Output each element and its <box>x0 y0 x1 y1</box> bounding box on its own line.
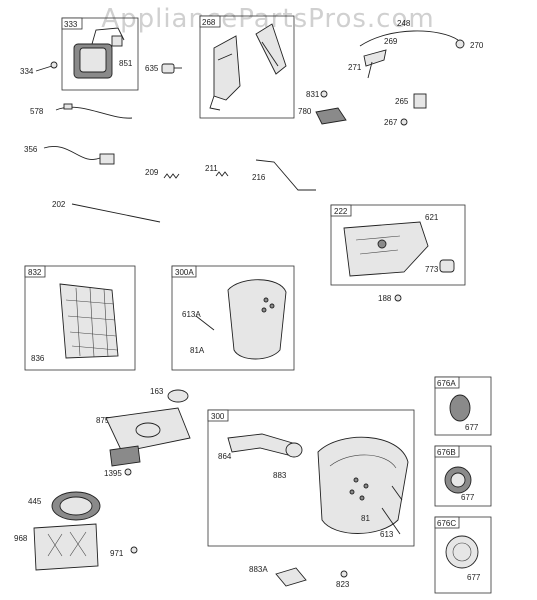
label-677-b: 677 <box>461 493 475 502</box>
muffler-guard-part[interactable] <box>59 283 119 359</box>
label-1395: 1395 <box>104 469 122 478</box>
part-265[interactable] <box>413 93 427 109</box>
label-823: 823 <box>336 580 350 589</box>
gasket-163[interactable] <box>167 389 189 403</box>
label-677-c: 677 <box>467 573 481 582</box>
box-label-222: 222 <box>334 207 348 216</box>
label-831: 831 <box>306 90 320 99</box>
screw-188[interactable] <box>394 294 402 302</box>
label-209: 209 <box>145 168 159 177</box>
label-356: 356 <box>24 145 38 154</box>
spring-211[interactable] <box>215 171 229 177</box>
label-971: 971 <box>110 549 124 558</box>
part-773[interactable] <box>439 259 455 273</box>
box-label-300A: 300A <box>175 268 194 277</box>
exhaust-pipe-part[interactable] <box>227 433 303 458</box>
screw-334[interactable] <box>35 61 58 72</box>
label-836: 836 <box>31 354 45 363</box>
screw-823[interactable] <box>340 570 348 578</box>
group-222: 222 621 773 <box>330 204 466 286</box>
label-883: 883 <box>273 471 287 480</box>
label-81: 81 <box>361 514 370 523</box>
muffler-300A-part[interactable] <box>195 279 287 360</box>
box-label-676A: 676A <box>437 379 456 388</box>
label-216: 216 <box>252 173 266 182</box>
label-267: 267 <box>384 118 398 127</box>
bolt-613[interactable] <box>381 485 403 535</box>
label-613A: 613A <box>182 310 201 319</box>
screw-831[interactable] <box>320 90 328 98</box>
throttle-cable-part[interactable] <box>359 30 465 79</box>
gasket-883A[interactable] <box>275 567 307 587</box>
label-211: 211 <box>205 164 218 173</box>
label-578: 578 <box>30 107 44 116</box>
group-300: 300 864 883 81 613 <box>207 409 415 547</box>
bracket-part[interactable] <box>209 23 287 111</box>
label-265: 265 <box>395 97 409 106</box>
box-label-268: 268 <box>202 18 216 27</box>
label-677-a: 677 <box>465 423 479 432</box>
shield-968[interactable] <box>33 523 99 571</box>
rod-202[interactable] <box>71 203 161 223</box>
spark-arrestor-676A[interactable] <box>449 394 471 422</box>
label-81A: 81A <box>190 346 205 355</box>
box-label-676B: 676B <box>437 448 456 457</box>
link-216[interactable] <box>255 159 316 191</box>
group-333: 333 851 <box>61 17 139 91</box>
group-832: 832 836 <box>24 265 136 371</box>
label-780: 780 <box>298 107 312 116</box>
group-676B: 676B 677 <box>434 445 492 507</box>
label-875: 875 <box>96 416 110 425</box>
part-635[interactable] <box>161 63 182 74</box>
spring-209[interactable] <box>163 173 180 179</box>
wire-356[interactable] <box>43 146 115 165</box>
muffler-300-part[interactable] <box>317 436 409 534</box>
group-676A: 676A 677 <box>434 376 492 436</box>
label-188: 188 <box>378 294 392 303</box>
label-864: 864 <box>218 452 232 461</box>
control-bracket-780[interactable] <box>315 107 347 125</box>
label-269: 269 <box>384 37 398 46</box>
box-label-832: 832 <box>28 268 42 277</box>
group-300A: 300A 613A 81A <box>171 265 295 371</box>
label-621: 621 <box>425 213 439 222</box>
label-635: 635 <box>145 64 159 73</box>
label-163: 163 <box>150 387 164 396</box>
exhaust-bracket-875[interactable] <box>105 407 191 467</box>
label-613: 613 <box>380 530 394 539</box>
box-label-333: 333 <box>64 20 78 29</box>
spark-arrestor-676B[interactable] <box>444 466 472 494</box>
label-271: 271 <box>348 63 362 72</box>
label-851: 851 <box>119 59 133 68</box>
label-248: 248 <box>397 19 411 28</box>
label-334: 334 <box>20 67 34 76</box>
ignition-coil-part[interactable] <box>73 27 125 79</box>
screw-267[interactable] <box>400 118 408 126</box>
group-268: 268 <box>199 15 295 119</box>
label-968: 968 <box>14 534 28 543</box>
air-filter-445[interactable] <box>51 491 101 521</box>
label-270: 270 <box>470 41 484 50</box>
box-label-300: 300 <box>211 412 225 421</box>
spark-arrestor-676C[interactable] <box>445 535 479 569</box>
group-676C: 676C 677 <box>434 516 492 594</box>
label-202: 202 <box>52 200 66 209</box>
control-plate-part[interactable] <box>343 221 429 277</box>
label-883A: 883A <box>249 565 268 574</box>
screw-1395[interactable] <box>124 468 132 476</box>
box-label-676C: 676C <box>437 519 456 528</box>
label-445: 445 <box>28 497 42 506</box>
screw-971[interactable] <box>130 546 138 554</box>
label-773: 773 <box>425 265 439 274</box>
wire-578[interactable] <box>55 103 133 119</box>
